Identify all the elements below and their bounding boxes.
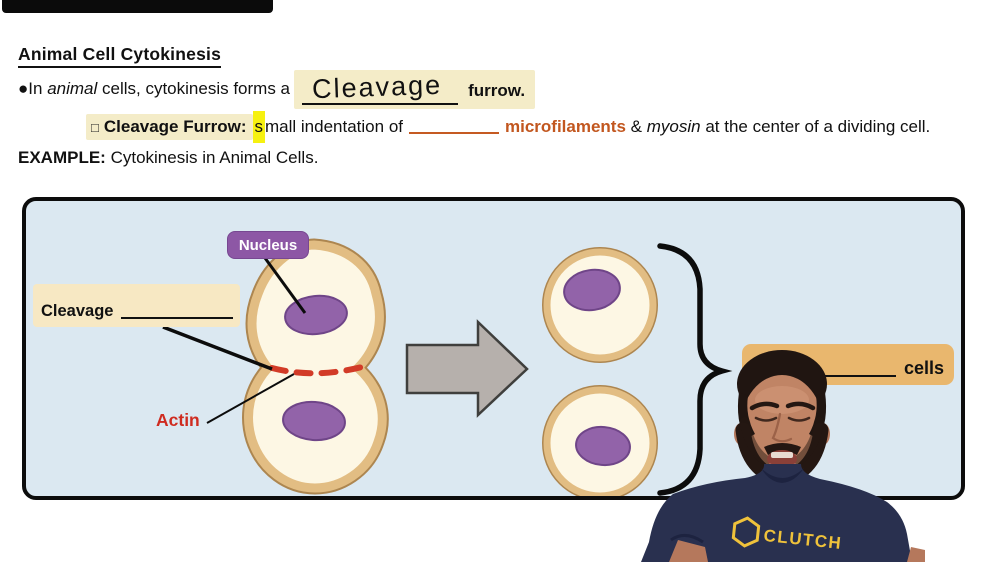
daughter-nucleus-top xyxy=(563,268,621,312)
hexagon-logo-icon xyxy=(731,516,761,548)
instructor-arm-right xyxy=(907,547,925,562)
handwritten-answer: Cleavage xyxy=(311,69,443,104)
actin-pointer-line xyxy=(206,373,295,424)
example-text: Cytokinesis in Animal Cells. xyxy=(105,148,319,167)
sleeve-seam xyxy=(670,534,704,544)
bullet-dot: ● xyxy=(18,79,29,98)
bullet2-text2: at the center of a dividing cell. xyxy=(700,117,931,136)
diagram-frame: Nucleus Cleavage Actin cells xyxy=(22,197,965,500)
yellow-cursor-highlight: s xyxy=(252,111,266,143)
myosin-word: myosin xyxy=(646,117,701,136)
daughter-nucleus-bottom xyxy=(575,425,631,467)
term-highlight-box: □ Cleavage Furrow: xyxy=(86,114,253,140)
shirt-collar xyxy=(761,468,804,483)
instructor-webcam: CLUTCH xyxy=(641,350,925,562)
right-arrow xyxy=(405,319,529,418)
nose xyxy=(771,412,793,443)
nucleus-bottom xyxy=(282,400,346,442)
microfilaments-word: microfilaments xyxy=(505,117,626,136)
fill-in-blank xyxy=(409,120,499,134)
nucleus-pointer-line xyxy=(263,257,307,314)
cleavage-blank-underline xyxy=(121,309,234,319)
eye-right xyxy=(787,416,811,422)
cleavage-label: Cleavage xyxy=(41,301,114,320)
curly-brace xyxy=(657,243,733,496)
bullet1-text2: cells, cytokinesis forms a xyxy=(97,79,291,98)
bullet1-bold-word: furrow. xyxy=(468,80,526,100)
answer-highlight-box: Cleavage furrow. xyxy=(294,69,536,109)
cleavage-pointer-line xyxy=(162,325,273,371)
video-progress-bar xyxy=(2,0,273,13)
ampersand: & xyxy=(625,117,647,136)
bullet2-text: mall indentation of xyxy=(265,117,403,136)
example-line: EXAMPLE: Cytokinesis in Animal Cells. xyxy=(18,146,318,170)
eyebrow-right xyxy=(785,401,816,411)
term-label: Cleavage Furrow: xyxy=(103,117,247,136)
eye-left xyxy=(754,416,778,422)
instructor-shirt xyxy=(641,464,912,562)
square-bullet: □ xyxy=(91,120,99,135)
answer-blank-underline: Cleavage xyxy=(302,69,459,105)
cytokinesis-diagram xyxy=(162,238,733,496)
instructor-arm-left xyxy=(669,540,708,562)
bullet1-text: In xyxy=(28,79,48,98)
forehead-highlight xyxy=(755,386,809,414)
nucleus-label-badge: Nucleus xyxy=(227,231,309,259)
bullet-line-1: ●In animal cells, cytokinesis forms a Cl… xyxy=(18,68,536,110)
actin-ring-dashes xyxy=(269,364,365,377)
nucleus-label: Nucleus xyxy=(238,236,298,254)
bullet1-italic: animal xyxy=(47,79,98,98)
page-title: Animal Cell Cytokinesis xyxy=(18,44,221,68)
example-label: EXAMPLE: xyxy=(18,148,106,167)
teeth xyxy=(771,452,793,458)
cells-label: cells xyxy=(903,358,944,378)
actin-label: Actin xyxy=(156,410,200,430)
cleavage-label-box: Cleavage xyxy=(33,284,240,327)
eyebrow-left xyxy=(749,401,780,411)
